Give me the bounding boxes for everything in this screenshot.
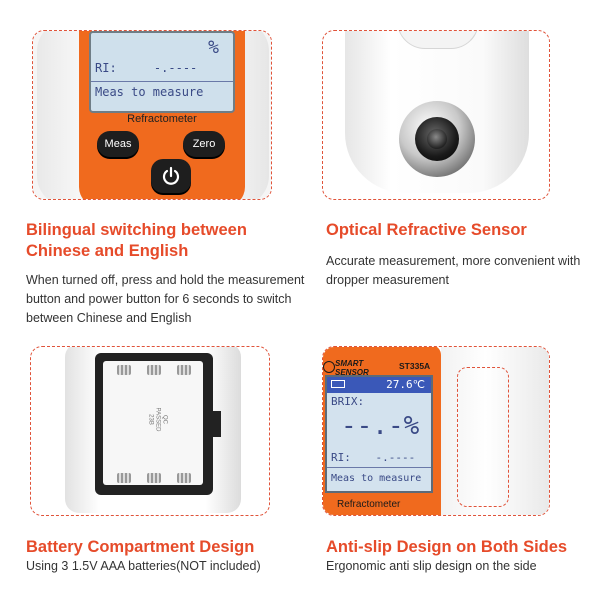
- model-label-large: Refractometer: [337, 499, 401, 510]
- lcd-screen-large: 27.6℃ BRIX: --.-% RI: -.---- Meas to mea…: [325, 375, 433, 493]
- description-optical: Accurate measurement, more convenient wi…: [326, 254, 581, 287]
- status-text: Meas to measure: [95, 85, 204, 99]
- grip-panel-image: SMART SENSOR ST335A 27.6℃ BRIX: --.-% RI…: [322, 346, 550, 516]
- display-panel-image: % RI: -.---- Meas to measure Refractomet…: [32, 30, 272, 200]
- qc-sticker-text: QC PASSED 23B: [147, 407, 168, 432]
- ri-value-large: -.----: [375, 451, 416, 464]
- brix-value: --.-%: [341, 411, 420, 441]
- ri-label-large: RI:: [331, 451, 351, 464]
- ri-label: RI:: [95, 61, 117, 75]
- power-icon: [162, 166, 180, 185]
- device-front: % RI: -.---- Meas to measure Refractomet…: [33, 31, 271, 199]
- description-battery: Using 3 1.5V AAA batteries(NOT included): [26, 559, 261, 573]
- sensor-panel-image: [322, 30, 550, 200]
- model-label: Refractometer: [127, 113, 197, 125]
- battery-icon: [331, 380, 345, 388]
- brand-name: SMART SENSOR: [335, 359, 369, 377]
- anti-slip-grip-highlight: [457, 367, 509, 507]
- description-anti-slip: Ergonomic anti slip design on the side: [326, 559, 537, 573]
- battery-panel-image: QC PASSED 23B: [30, 346, 270, 516]
- status-text-large: Meas to measure: [331, 473, 422, 484]
- device-front-orange: SMART SENSOR ST335A 27.6℃ BRIX: --.-% RI…: [323, 347, 441, 515]
- description-bilingual: When turned off, press and hold the meas…: [26, 273, 305, 325]
- model-code: ST335A: [399, 361, 431, 371]
- optical-sensor-lens: [399, 101, 475, 177]
- heading-anti-slip: Anti-slip Design on Both Sides: [326, 538, 568, 556]
- ri-value: -.----: [153, 61, 198, 75]
- temperature-readout: 27.6℃: [386, 378, 425, 391]
- heading-optical: Optical Refractive Sensor: [326, 221, 527, 239]
- meas-button: Meas: [97, 131, 139, 157]
- power-button: [151, 159, 191, 193]
- battery-compartment: QC PASSED 23B: [95, 353, 221, 495]
- lcd-screen: % RI: -.---- Meas to measure: [89, 31, 235, 113]
- zero-button: Zero: [183, 131, 225, 157]
- heading-bilingual: Bilingual switching between Chinese and …: [26, 221, 247, 260]
- device-back: QC PASSED 23B: [65, 347, 241, 513]
- heading-battery: Battery Compartment Design: [26, 538, 255, 556]
- percent-readout: %: [208, 37, 219, 58]
- brix-label: BRIX:: [331, 395, 365, 408]
- brand-logo-icon: [323, 361, 335, 373]
